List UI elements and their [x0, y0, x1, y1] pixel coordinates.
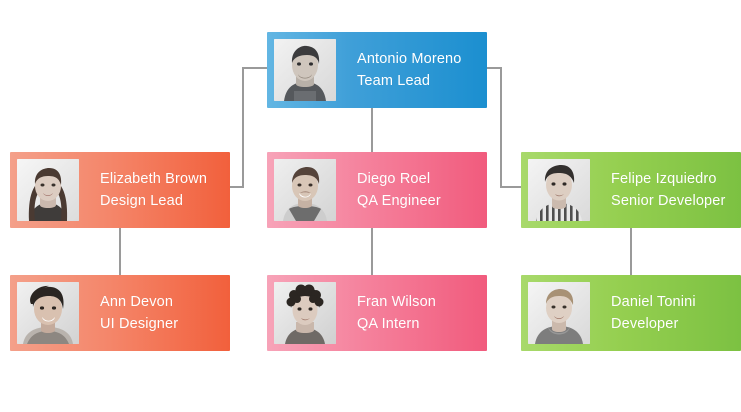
org-node-name: Daniel Tonini: [611, 294, 696, 310]
avatar-ann: [17, 282, 79, 344]
org-node-role: UI Designer: [100, 316, 179, 332]
org-node-antonio[interactable]: Antonio Moreno Team Lead: [267, 32, 487, 108]
org-node-text-diego: Diego Roel QA Engineer: [357, 168, 441, 212]
org-node-role: Team Lead: [357, 73, 431, 89]
org-node-name: Elizabeth Brown: [100, 171, 208, 187]
org-node-elizabeth[interactable]: Elizabeth Brown Design Lead: [10, 152, 230, 228]
org-node-name: Fran Wilson: [357, 294, 436, 310]
avatar-antonio: [274, 39, 336, 101]
connector-to-felipe: [500, 186, 522, 188]
avatar-daniel: [528, 282, 590, 344]
connector-felipe-to-daniel: [630, 227, 632, 276]
org-node-role: Developer: [611, 316, 679, 332]
org-node-name: Diego Roel: [357, 171, 431, 187]
connector-to-elizabeth: [230, 186, 244, 188]
connector-antonio-right-vertical: [500, 67, 502, 188]
org-node-role: Senior Developer: [611, 193, 726, 209]
org-node-role: QA Intern: [357, 316, 420, 332]
org-node-ann[interactable]: Ann Devon UI Designer: [10, 275, 230, 351]
connector-antonio-left-vertical: [242, 67, 244, 188]
org-node-text-ann: Ann Devon UI Designer: [100, 291, 178, 335]
org-node-daniel[interactable]: Daniel Tonini Developer: [521, 275, 741, 351]
org-node-text-elizabeth: Elizabeth Brown Design Lead: [100, 168, 207, 212]
org-node-name: Ann Devon: [100, 294, 174, 310]
avatar-diego: [274, 159, 336, 221]
connector-antonio-to-diego: [371, 107, 373, 155]
org-node-name: Felipe Izquiedro: [611, 171, 717, 187]
connector-antonio-left-horizontal: [242, 67, 268, 69]
avatar-felipe: [528, 159, 590, 221]
org-node-name: Antonio Moreno: [357, 51, 462, 67]
org-node-felipe[interactable]: Felipe Izquiedro Senior Developer: [521, 152, 741, 228]
org-node-diego[interactable]: Diego Roel QA Engineer: [267, 152, 487, 228]
org-node-text-antonio: Antonio Moreno Team Lead: [357, 48, 461, 92]
org-node-fran[interactable]: Fran Wilson QA Intern: [267, 275, 487, 351]
org-node-role: QA Engineer: [357, 193, 441, 209]
connector-antonio-right-horizontal: [486, 67, 502, 69]
connector-elizabeth-to-ann: [119, 227, 121, 276]
avatar-elizabeth: [17, 159, 79, 221]
org-node-text-felipe: Felipe Izquiedro Senior Developer: [611, 168, 725, 212]
org-node-role: Design Lead: [100, 193, 184, 209]
org-node-text-fran: Fran Wilson QA Intern: [357, 291, 436, 335]
org-node-text-daniel: Daniel Tonini Developer: [611, 291, 696, 335]
avatar-fran: [274, 282, 336, 344]
connector-diego-to-fran: [371, 227, 373, 276]
